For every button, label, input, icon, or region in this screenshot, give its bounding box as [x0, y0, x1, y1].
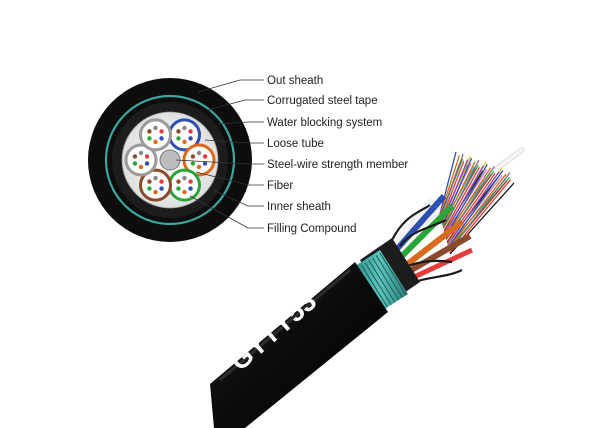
fiber [202, 154, 208, 159]
fiber-strand [442, 161, 476, 227]
fiber-strand [448, 173, 507, 249]
tape-ridge [364, 262, 392, 305]
fiber [190, 161, 196, 166]
fiber-strand [447, 170, 504, 248]
label-filling-compound: Filling Compound [267, 223, 357, 235]
leader-corrugated-steel-tape [207, 99, 264, 111]
fiber [182, 139, 187, 145]
label-inner-sheath: Inner sheath [267, 201, 331, 213]
leader-out-sheath [197, 79, 264, 93]
tape-ridge [379, 252, 407, 296]
label-leaders [175, 79, 264, 229]
label-out-sheath: Out sheath [267, 75, 323, 87]
leader-steel-wire-strength-member [175, 159, 264, 165]
label-loose-tube: Loose tube [267, 138, 324, 150]
fiber-strand [439, 155, 460, 216]
tape-ridge [361, 264, 388, 308]
cable-cross-section [88, 78, 252, 242]
fiber [159, 136, 164, 141]
leader-loose-tube [204, 139, 264, 144]
label-steel-wire-strength-member: Steel-wire strength member [267, 159, 408, 171]
fiber [196, 150, 202, 156]
loose-tube [139, 118, 172, 152]
tape-ridge [368, 260, 396, 303]
tape-ridge [372, 257, 399, 301]
fiber [176, 129, 181, 134]
fiber [190, 154, 196, 159]
loose-tube [168, 168, 201, 202]
fiber [144, 161, 150, 166]
fiber [153, 175, 158, 181]
fiber [182, 175, 187, 181]
fiber [188, 129, 193, 134]
fiber-strand [448, 172, 511, 252]
label-water-blocking-system: Water blocking system [267, 117, 382, 129]
fiber [182, 189, 187, 195]
fiber [153, 139, 158, 145]
corrugated-steel-tape [352, 250, 408, 312]
fiber [138, 164, 144, 170]
fiber [147, 136, 152, 141]
loose-tube [139, 168, 172, 202]
fiber-strand [443, 166, 481, 232]
fiber [182, 125, 187, 131]
fiber [188, 136, 193, 141]
fiber-strand [443, 159, 480, 230]
fiber [153, 125, 158, 131]
fiber [196, 164, 202, 170]
leader-inner-sheath [212, 189, 264, 207]
leader-water-blocking-system [217, 121, 264, 125]
fiber [147, 129, 152, 134]
corrugated-steel-tape-ring [104, 94, 236, 226]
label-fiber: Fiber [267, 180, 293, 192]
fiber [132, 154, 138, 159]
tape-ridge [375, 255, 403, 298]
fiber [176, 136, 181, 141]
fiber [202, 161, 208, 166]
loose-tubes [124, 118, 216, 202]
fiber [147, 186, 152, 191]
fiber [147, 179, 152, 184]
cable-illustration: GYTY53 [210, 147, 525, 428]
fiber [188, 186, 193, 191]
fiber [144, 154, 150, 159]
fiber [159, 186, 164, 191]
fiber-strand [439, 151, 457, 215]
outer-jacket [210, 262, 388, 428]
fiber [153, 189, 158, 195]
fiber [159, 129, 164, 134]
fiber-strand [445, 163, 488, 237]
labels: Out sheath Corrugated steel tape Water b… [267, 75, 408, 235]
fiber [159, 179, 164, 184]
fiber [132, 161, 138, 166]
fiber-strand [444, 165, 484, 234]
leader-filling-compound [189, 195, 264, 229]
fiber [176, 186, 181, 191]
fiber [138, 150, 144, 156]
fiber-strand [440, 153, 464, 218]
fiber-strand [447, 171, 500, 246]
fiber [176, 179, 181, 184]
label-corrugated-steel-tape: Corrugated steel tape [267, 95, 378, 107]
loose-tube [182, 143, 216, 177]
fiber [188, 179, 193, 184]
leader-fiber [195, 171, 264, 186]
loose-tube [124, 143, 158, 177]
